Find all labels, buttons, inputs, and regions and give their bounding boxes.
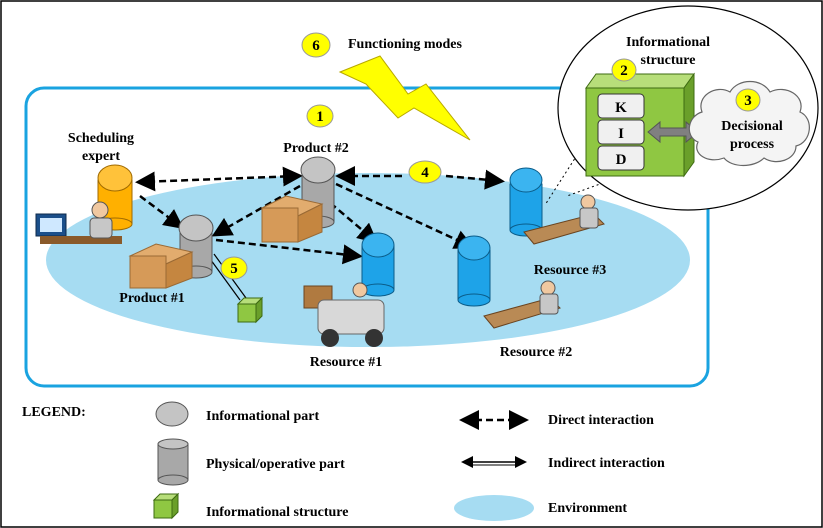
scheduling-expert-agent xyxy=(97,164,133,231)
decisional-label-2: process xyxy=(730,137,775,152)
arrow-p2-r2 xyxy=(335,182,475,249)
cardboard-box-icon xyxy=(260,195,324,243)
functioning-modes-label: Functioning modes xyxy=(348,37,463,52)
resource2-agent xyxy=(457,235,491,307)
conveyor-icon-3 xyxy=(523,194,605,245)
badge-2: 2 xyxy=(611,58,637,82)
direct-interactions xyxy=(135,166,505,265)
informational-structure-title-2: structure xyxy=(641,53,696,68)
svg-text:4: 4 xyxy=(421,165,429,181)
svg-text:3: 3 xyxy=(744,93,752,109)
legend-title: LEGEND: xyxy=(22,405,86,420)
legend-physical-part: Physical/operative part xyxy=(206,457,345,472)
decisional-cloud xyxy=(688,80,810,167)
legend-informational-structure: Informational structure xyxy=(206,505,348,520)
conveyor-icon-2 xyxy=(483,280,561,329)
arrow-p1-r1 xyxy=(215,238,363,265)
legend-informational-part-icon xyxy=(155,401,189,427)
knowledge-k: K xyxy=(615,100,627,116)
legend-informational-part: Informational part xyxy=(206,409,320,424)
badge-6: 6 xyxy=(301,32,331,58)
workstation-person-icon xyxy=(35,201,122,244)
lightning-icon xyxy=(338,55,471,141)
decisional-label-1: Decisional xyxy=(721,119,783,134)
resource3-label: Resource #3 xyxy=(534,263,606,278)
scheduling-label-1: Scheduling xyxy=(68,131,134,146)
resource2-label: Resource #2 xyxy=(500,345,572,360)
badge-5: 5 xyxy=(220,256,248,280)
arrow-expert-p1 xyxy=(139,195,184,229)
green-cube-icon xyxy=(236,296,264,324)
legend-indirect-interaction: Indirect interaction xyxy=(548,456,665,471)
cardboard-box-icon-2 xyxy=(128,243,194,289)
svg-text:1: 1 xyxy=(316,109,324,125)
badge-1: 1 xyxy=(306,104,334,128)
badge-4: 4 xyxy=(408,160,442,184)
forklift-icon xyxy=(303,282,385,347)
svg-text:6: 6 xyxy=(312,38,320,54)
callout-line-1 xyxy=(544,137,589,206)
resource1-agent xyxy=(361,232,395,297)
product2-label: Product #2 xyxy=(283,141,348,156)
knowledge-d: D xyxy=(616,152,627,168)
legend-environment-icon xyxy=(454,495,534,521)
legend-direct-interaction: Direct interaction xyxy=(548,413,654,428)
svg-text:2: 2 xyxy=(620,63,628,79)
informational-structure-box xyxy=(585,72,695,178)
svg-text:5: 5 xyxy=(230,261,238,277)
knowledge-i: I xyxy=(618,126,624,142)
link-p1-structure xyxy=(207,255,241,301)
badge-3: 3 xyxy=(735,88,761,112)
arrow-p2-p1 xyxy=(211,184,301,237)
arrow-p2-expert xyxy=(135,166,303,192)
informational-structure-title-1: Informational xyxy=(626,35,710,50)
arrow-p2-r3-b xyxy=(445,169,505,190)
product1-label: Product #1 xyxy=(119,291,184,306)
resource3-agent xyxy=(509,167,543,237)
system-frame xyxy=(24,86,710,388)
scheduling-label-2: expert xyxy=(82,149,120,164)
legend-physical-part-icon xyxy=(157,438,189,486)
legend-environment: Environment xyxy=(548,501,627,516)
resource1-label: Resource #1 xyxy=(310,355,382,370)
legend-informational-structure-icon xyxy=(152,492,180,520)
